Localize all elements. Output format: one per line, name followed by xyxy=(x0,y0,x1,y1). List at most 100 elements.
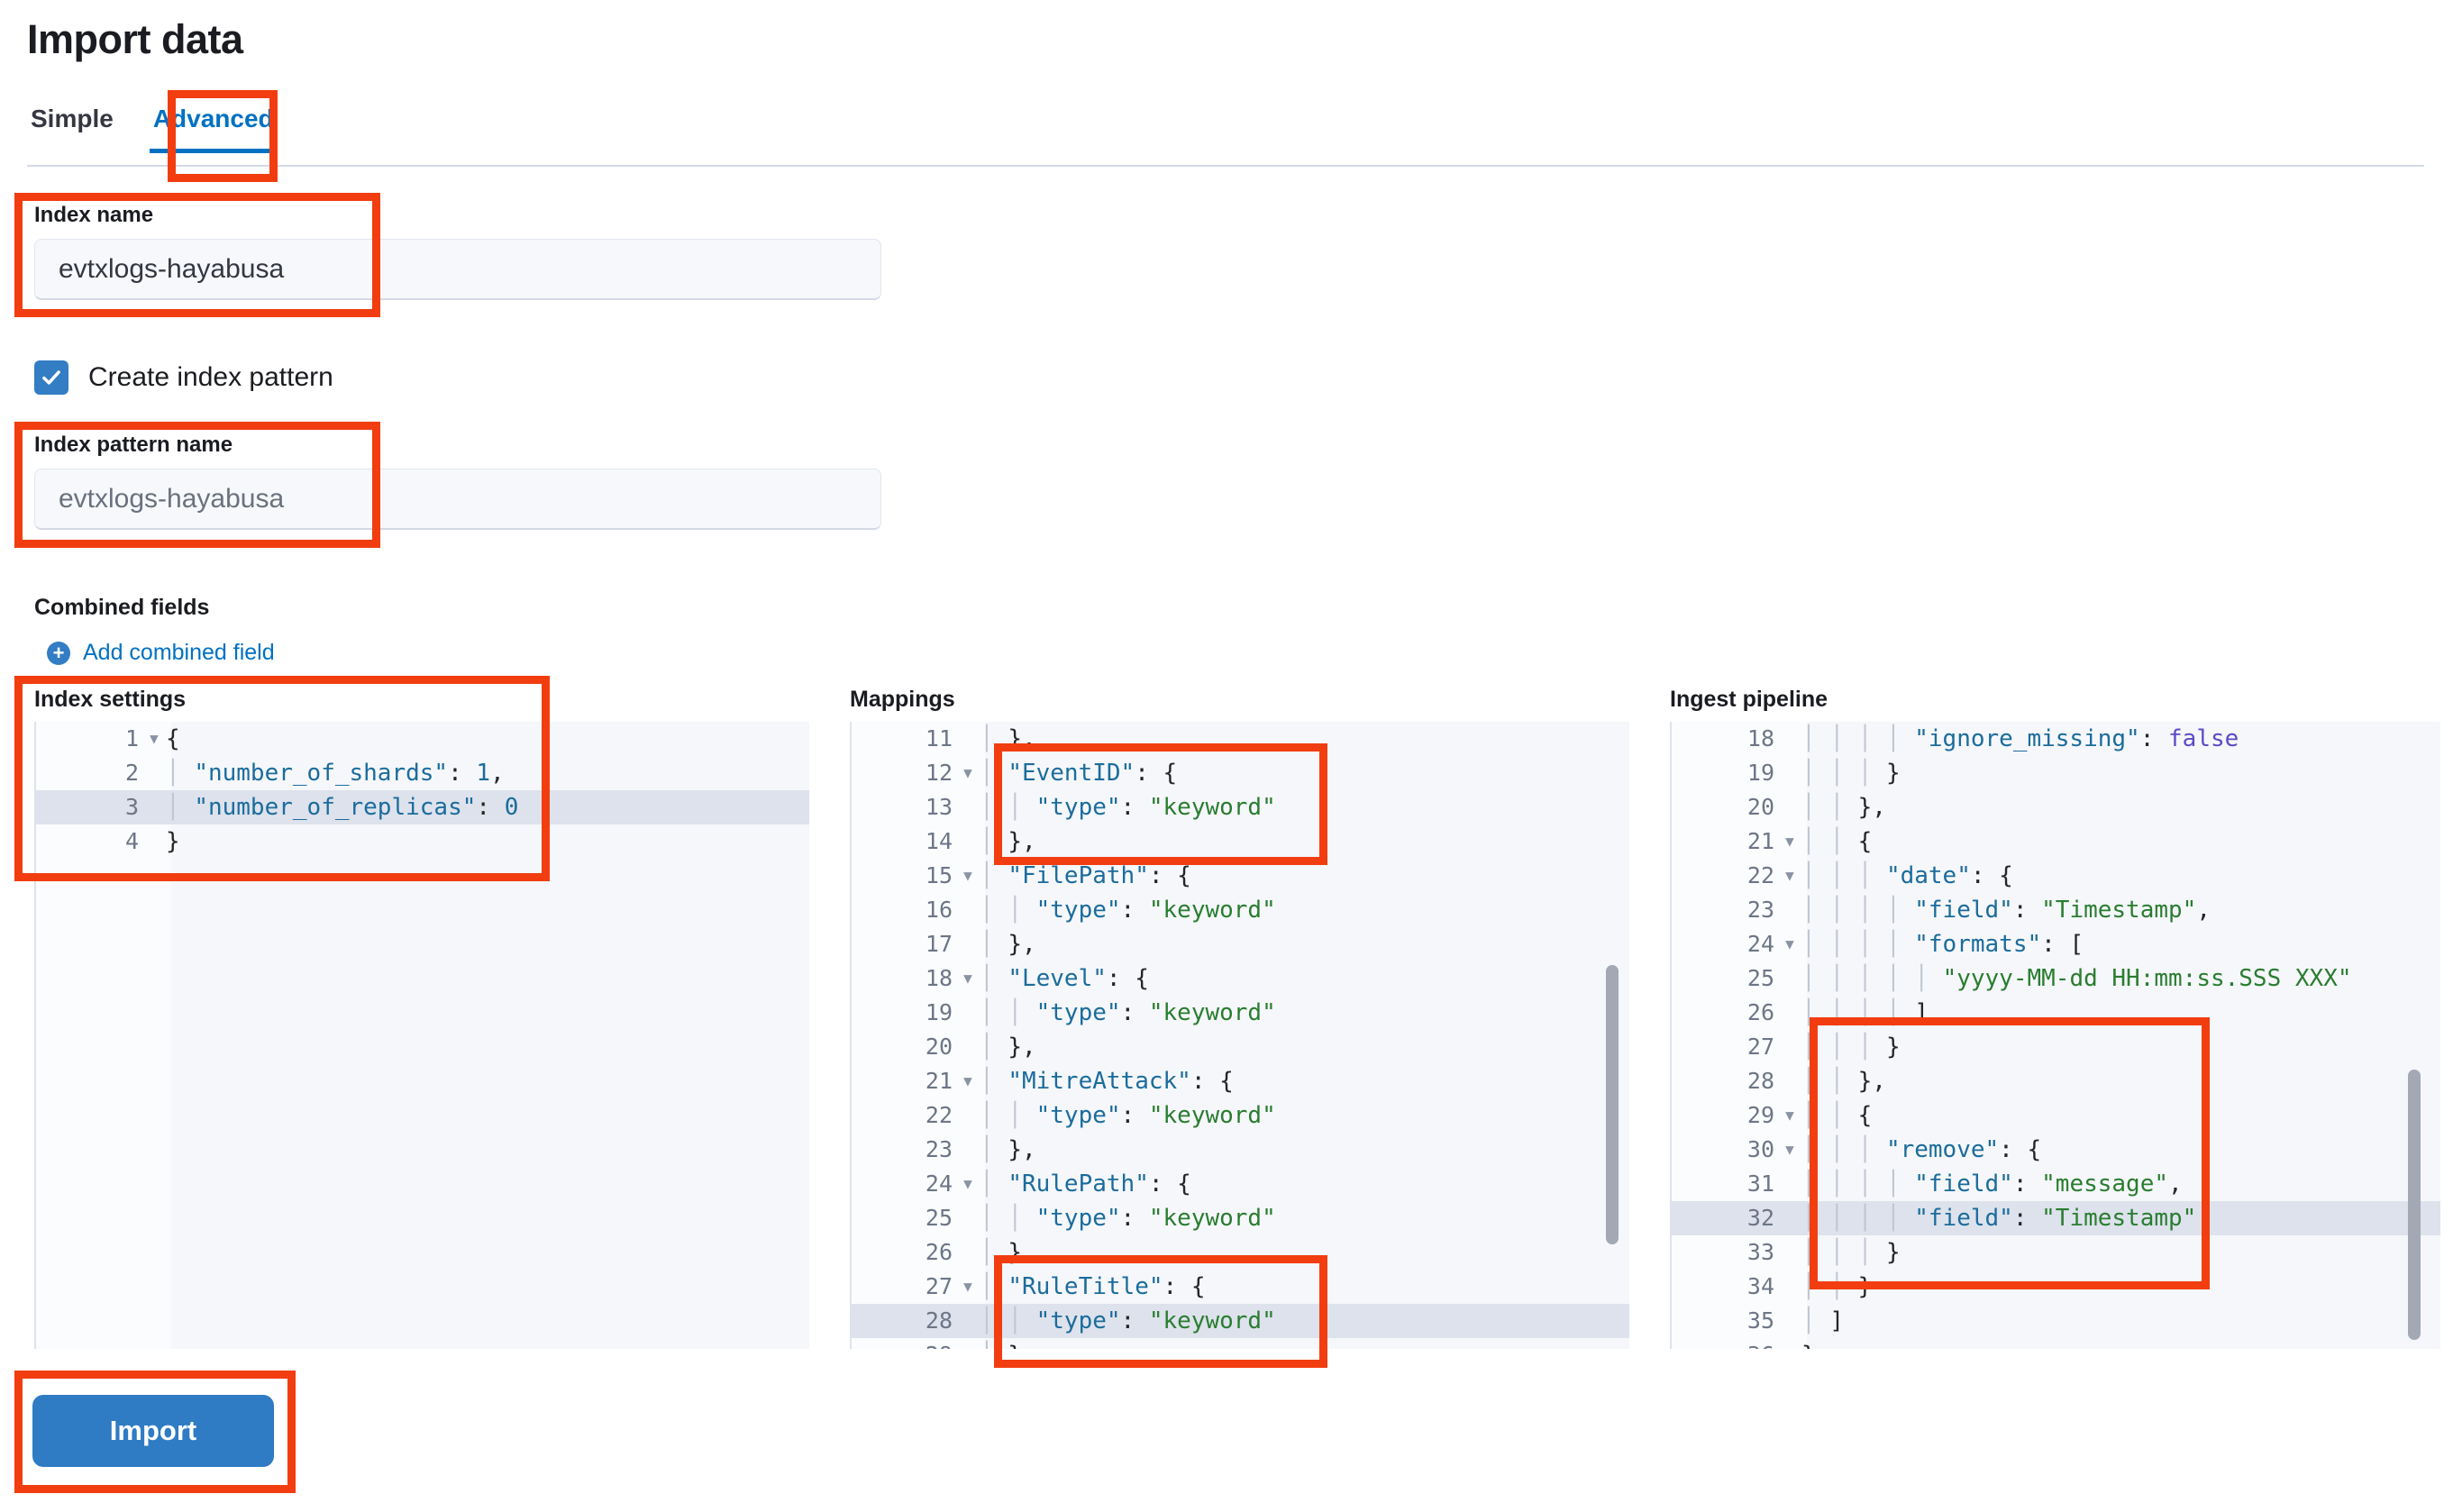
fold-arrow-icon[interactable]: ▼ xyxy=(963,1175,972,1192)
fold-arrow-icon[interactable]: ▼ xyxy=(963,867,972,884)
editor-gutter xyxy=(850,722,985,1349)
tab-bar: Simple Advanced xyxy=(27,99,2424,167)
code-text: │ │ │ │ "ignore_missing": false xyxy=(1801,725,2239,752)
code-line: 26 │ │ │ │ ] xyxy=(1670,996,2440,1030)
fold-arrow-icon[interactable]: ▼ xyxy=(150,730,159,747)
plus-circle-icon: + xyxy=(47,641,70,665)
line-number: 23 xyxy=(925,1136,953,1162)
line-number: 36 xyxy=(1670,1338,1778,1349)
import-button[interactable]: Import xyxy=(32,1395,274,1467)
code-text: │ │ │ │ ] xyxy=(1801,999,1929,1026)
code-line: 11│ }, xyxy=(850,722,1629,756)
checkbox-checked-icon[interactable] xyxy=(34,360,68,395)
add-combined-field-label: Add combined field xyxy=(83,640,275,665)
code-line: 19│ │ │ } xyxy=(1670,756,2440,790)
code-text: │ "MitreAttack": { xyxy=(980,1068,1234,1095)
index-settings-title: Index settings xyxy=(34,687,187,712)
line-number: 22 xyxy=(1746,862,1774,888)
code-text: │ │ │ │ "field": "Timestamp" xyxy=(1801,1205,2197,1232)
code-text: │ │ } xyxy=(1801,1273,1873,1300)
line-number: 15 xyxy=(925,862,953,888)
line-number: 14 xyxy=(925,828,953,854)
line-number: 3 xyxy=(124,794,139,820)
line-number: 18 xyxy=(1746,725,1774,751)
line-number: 24 xyxy=(925,1170,953,1197)
line-number: 26 xyxy=(1746,999,1774,1025)
code-text: │ │ │ │ "formats": [ xyxy=(1801,931,2084,958)
fold-arrow-icon[interactable]: ▼ xyxy=(1785,1107,1794,1124)
fold-arrow-icon[interactable]: ▼ xyxy=(963,764,972,781)
line-number: 33 xyxy=(1746,1239,1774,1265)
index-settings-editor[interactable]: 1▼{2│ "number_of_shards": 1,3│ "number_o… xyxy=(34,722,809,1349)
code-text: │ }, xyxy=(980,931,1036,958)
code-text: │ "FilePath": { xyxy=(980,862,1191,889)
code-text: │ "EventID": { xyxy=(980,760,1178,787)
tab-advanced[interactable]: Advanced xyxy=(149,99,278,153)
line-number: 22 xyxy=(925,1102,953,1128)
line-number: 25 xyxy=(1746,965,1774,991)
line-number: 30 xyxy=(1746,1136,1774,1162)
code-line: 36} xyxy=(1670,1338,2440,1349)
index-pattern-name-input[interactable]: evtxlogs-hayabusa xyxy=(34,469,881,530)
index-pattern-name-label: Index pattern name xyxy=(34,433,233,457)
code-line: 22▼│ │ │ "date": { xyxy=(1670,859,2440,893)
code-text: │ │ │ "remove": { xyxy=(1801,1136,2042,1163)
fold-arrow-icon[interactable]: ▼ xyxy=(963,970,972,987)
code-line: 29│ }, xyxy=(850,1338,1629,1349)
fold-arrow-icon[interactable]: ▼ xyxy=(1785,833,1794,850)
code-text: │ "number_of_shards": 1, xyxy=(166,760,505,787)
line-number: 25 xyxy=(925,1205,953,1231)
editor-left-rule xyxy=(1670,722,1672,1349)
fold-arrow-icon[interactable]: ▼ xyxy=(1785,935,1794,952)
combined-fields-label: Combined fields xyxy=(34,595,210,620)
code-line: 4} xyxy=(34,824,809,859)
code-line: 21▼│ "MitreAttack": { xyxy=(850,1064,1629,1098)
mappings-editor-scrollbar[interactable] xyxy=(1606,965,1619,1244)
fold-arrow-icon[interactable]: ▼ xyxy=(1785,1141,1794,1158)
fold-arrow-icon[interactable]: ▼ xyxy=(1785,867,1794,884)
ingest-pipeline-title: Ingest pipeline xyxy=(1670,687,1828,712)
code-line: 28│ │ "type": "keyword" xyxy=(850,1304,1629,1338)
code-line: 23 │ }, xyxy=(850,1133,1629,1167)
code-text: │ }, xyxy=(980,1136,1036,1163)
ingest-pipeline-editor[interactable]: 18 │ │ │ │ "ignore_missing": false 19│ │ │… xyxy=(1670,722,2440,1349)
mappings-editor[interactable]: 11│ },12▼│ "EventID": {13│ │ "type": "ke… xyxy=(850,722,1629,1349)
code-line: 23│ │ │ │ "field": "Timestamp", xyxy=(1670,893,2440,927)
ingest-pipeline-editor-scrollbar[interactable] xyxy=(2408,1070,2421,1340)
code-text: │ │ │ │ │ "yyyy-MM-dd HH:mm:ss.SSS XXX" xyxy=(1801,965,2352,992)
tab-simple[interactable]: Simple xyxy=(31,105,114,132)
code-line: 20│ }, xyxy=(850,1030,1629,1064)
index-name-input[interactable]: evtxlogs-hayabusa xyxy=(34,239,881,300)
line-number: 2 xyxy=(124,760,139,786)
code-line: 30 ▼ │ │ │ "remove": { xyxy=(1670,1133,2440,1167)
line-number: 26 xyxy=(925,1239,953,1265)
create-index-pattern-row[interactable]: Create index pattern xyxy=(34,360,333,395)
code-line: 25│ │ "type": "keyword" xyxy=(850,1201,1629,1235)
code-line: 16│ │ "type": "keyword" xyxy=(850,893,1629,927)
mappings-title: Mappings xyxy=(850,687,955,712)
code-line: 25 │ │ │ │ │ "yyyy-MM-dd HH:mm:ss.SSS XXX… xyxy=(1670,961,2440,996)
line-number: 18 xyxy=(925,965,953,991)
code-line: 35│ ] xyxy=(1670,1304,2440,1338)
code-text: │ │ │ │ "field": "Timestamp", xyxy=(1801,897,2211,924)
code-text: │ │ │ } xyxy=(1801,1239,1901,1266)
code-line: 28│ │ }, xyxy=(1670,1064,2440,1098)
line-number: 21 xyxy=(1746,828,1774,854)
code-line: 27│ │ │ } xyxy=(1670,1030,2440,1064)
fold-arrow-icon[interactable]: ▼ xyxy=(963,1072,972,1089)
code-line: 14│ }, xyxy=(850,824,1629,859)
line-number: 32 xyxy=(1746,1205,1774,1231)
code-line: 13│ │ "type": "keyword" xyxy=(850,790,1629,824)
code-text: │ "Level": { xyxy=(980,965,1149,992)
code-line: 18 │ │ │ │ "ignore_missing": false xyxy=(1670,722,2440,756)
code-text: } xyxy=(1801,1338,2440,1349)
code-text: │ │ │ } xyxy=(1801,1034,1901,1061)
code-text: │ }, xyxy=(980,725,1036,752)
code-text: │ }, xyxy=(980,1338,1629,1349)
fold-arrow-icon[interactable]: ▼ xyxy=(963,1278,972,1295)
code-text: │ │ "type": "keyword" xyxy=(980,794,1276,821)
add-combined-field-button[interactable]: + Add combined field xyxy=(47,640,275,666)
code-line: 15 ▼ │ "FilePath": { xyxy=(850,859,1629,893)
line-number: 29 xyxy=(1746,1102,1774,1128)
